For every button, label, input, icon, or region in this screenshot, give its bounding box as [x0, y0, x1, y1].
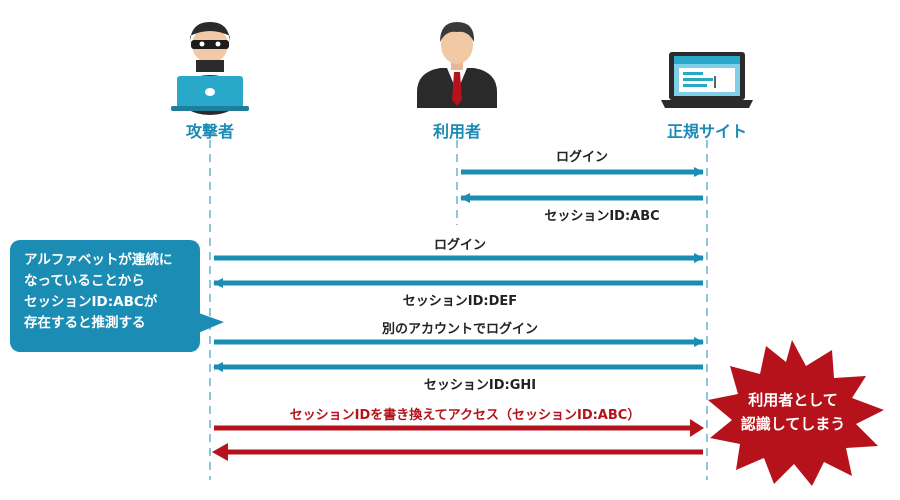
message-rewrite-access: セッションIDを書き換えてアクセス（セッションID:ABC）	[289, 408, 641, 423]
speech-bubble-line: なっていることから	[24, 273, 145, 289]
hacker-with-laptop-icon	[171, 22, 249, 115]
arrow-rewrite-access-head	[690, 419, 704, 437]
speech-bubble-line: アルファベットが連続に	[24, 252, 173, 268]
arrow-rewrite-response-head	[212, 443, 228, 461]
message-session-def: セッションID:DEF	[402, 294, 518, 309]
message-session-ghi: セッションID:GHI	[423, 378, 537, 393]
burst-label: 利用者として 認識してしまう	[718, 388, 868, 436]
businessman-icon	[417, 22, 497, 108]
burst-line: 利用者として	[748, 391, 838, 409]
message-session-abc: セッションID:ABC	[544, 209, 660, 224]
message-user-login: ログイン	[555, 150, 608, 165]
speech-bubble: アルファベットが連続に なっていることから セッションID:ABCが 存在すると…	[10, 240, 200, 352]
burst-shape	[708, 340, 884, 486]
speech-bubble-line: 存在すると推測する	[24, 315, 146, 331]
speech-bubble-line: セッションID:ABCが	[24, 294, 158, 310]
laptop-website-icon	[661, 52, 753, 108]
callout-tail	[196, 312, 224, 334]
actor-attacker-label: 攻撃者	[185, 122, 234, 141]
actor-user-label: 利用者	[432, 122, 481, 141]
message-attacker-login: ログイン	[433, 238, 486, 253]
burst-line: 認識してしまう	[740, 415, 846, 433]
actor-site-label: 正規サイト	[666, 122, 747, 141]
message-other-account-login: 別のアカウントでログイン	[381, 322, 538, 337]
